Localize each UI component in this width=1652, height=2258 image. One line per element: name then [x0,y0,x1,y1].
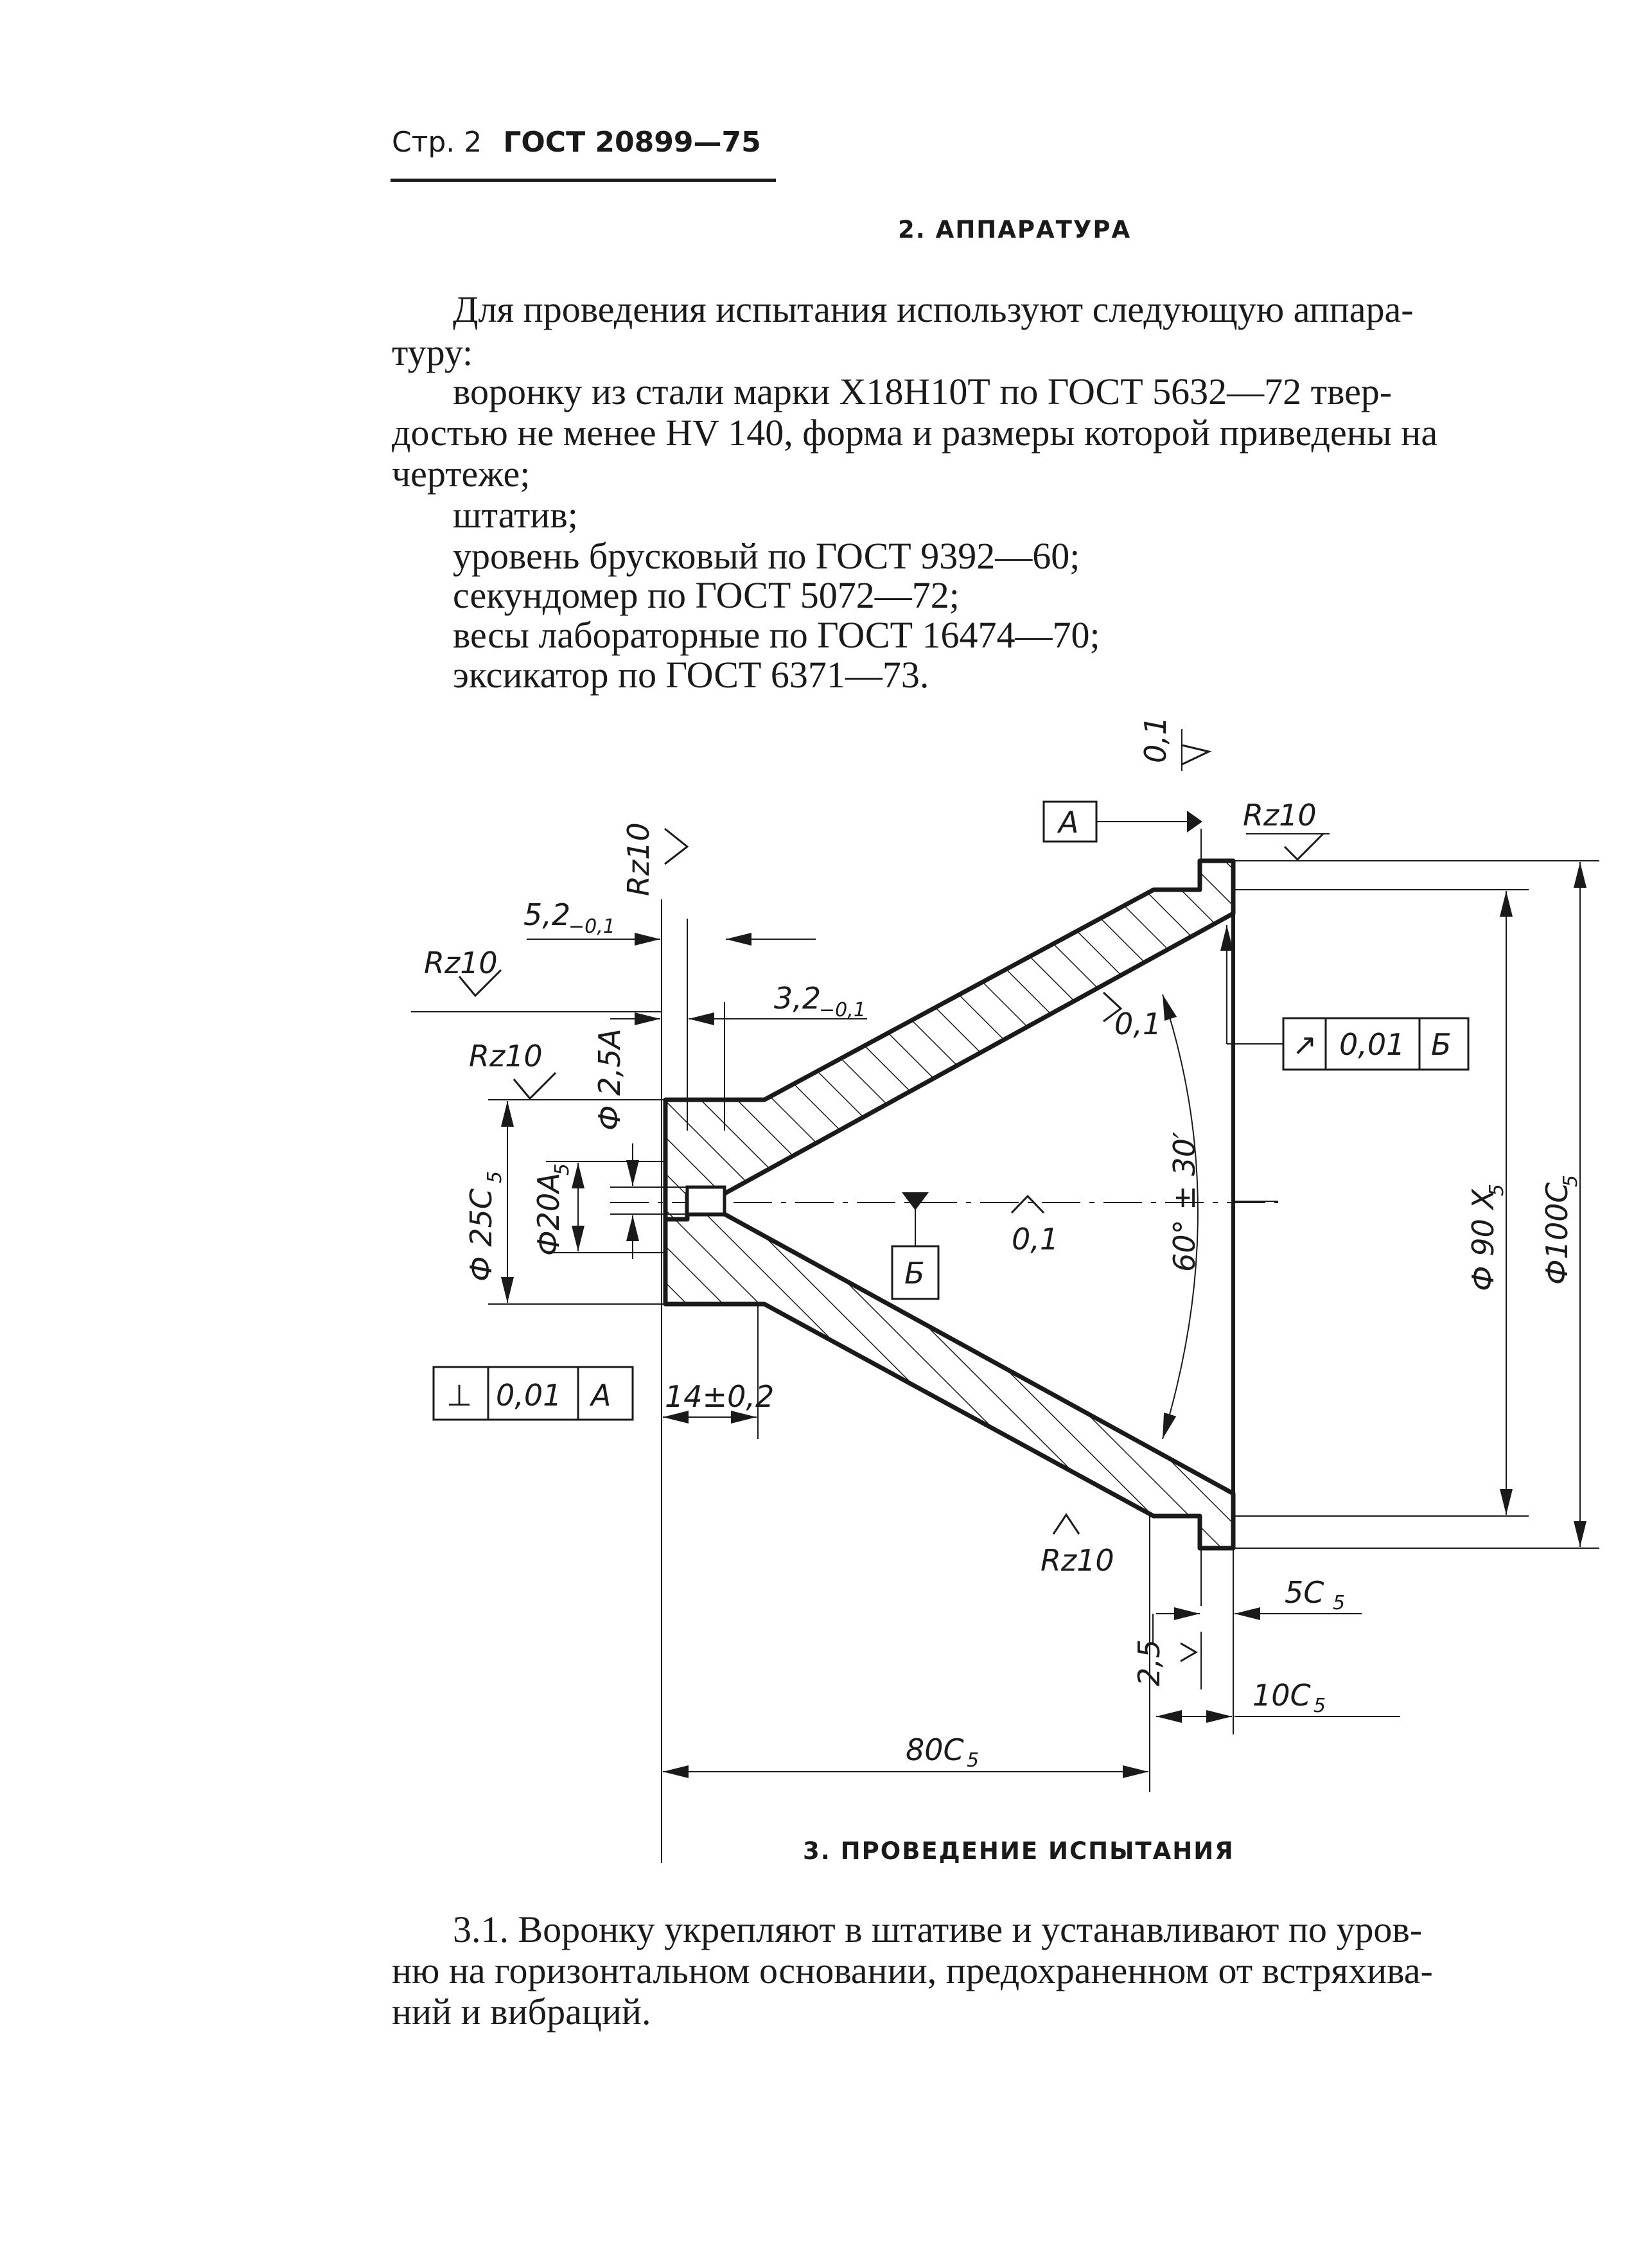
s3-line-3: ний и вибраций. [392,1991,651,2033]
dim-52-label: 5,2 [523,897,570,932]
section-2-title: 2. АППАРАТУРА [898,216,1132,243]
surface-mark-top [1181,744,1212,766]
angle-arc [1162,994,1199,1440]
angle-label: 60° ± 30′ [1167,1131,1202,1272]
dia-25c5-label: Ф 25С [464,1188,498,1282]
s2-line-2: туру: [392,331,473,373]
perp-symbol: ⊥ [446,1378,472,1413]
standard-number: ГОСТ 20899—75 [503,126,761,159]
perpendicularity-frame [432,1366,634,1421]
rz-mark-left-outer [458,969,502,998]
dim-5c5-sub: 5 [1333,1592,1345,1614]
flatness-top-label: 0,1 [1138,716,1173,763]
surface-mark-axis [1010,1194,1045,1214]
surface-mark-25 [1180,1642,1198,1663]
dia-20a5-label: Ф20А [531,1172,566,1256]
dim-5c5-label: 5С [1285,1575,1324,1610]
page-header: Стр. 2 ГОСТ 20899—75 [392,126,761,159]
dia-90x5-sub: 5 [1486,1184,1508,1196]
s2-line-3: воронку из стали марки Х18Н10Т по ГОСТ 5… [453,371,1393,412]
rz-mark-bottom [1052,1513,1080,1535]
section-3-title: 3. ПРОВЕДЕНИЕ ИСПЫТАНИЯ [803,1837,1235,1865]
axis-surface-label: 0,1 [1012,1222,1059,1257]
page-number: Стр. 2 [392,126,482,159]
dim-80c5-sub: 5 [967,1749,979,1772]
s3-line-1: 3.1. Воронку укрепляют в штативе и устан… [453,1909,1423,1950]
dim-14-label: 14±0,2 [665,1379,774,1414]
dim-52-tol: −0,1 [568,915,615,938]
datum-b-label: Б [904,1256,925,1291]
dia-25a-label: Ф 2,5А [592,1028,627,1131]
dim-80c5-label: 80С [906,1733,964,1767]
perp-datum: А [589,1378,611,1413]
surface-mark-cone [1102,991,1123,1023]
runout-symbol: ↗ [1292,1027,1317,1062]
s2-line-8: секундомер по ГОСТ 5072—72; [453,574,960,616]
dim-10c5-sub: 5 [1314,1695,1326,1717]
cone-surface-label: 0,1 [1114,1007,1161,1041]
datum-a-label: А [1057,805,1078,840]
runout-datum: Б [1431,1027,1452,1062]
dia-90x5-label: Ф 90 Х [1466,1188,1500,1291]
rz-top-right-label: Rz10 [1243,798,1317,833]
rz-left-outer-label: Rz10 [424,946,498,980]
s2-line-6: штатив; [453,494,578,536]
rz-bottom-label: Rz10 [1041,1543,1114,1578]
s2-line-4: достью не менее HV 140, форма и размеры … [392,412,1438,454]
dim-32-tol: −0,1 [819,999,866,1021]
dia-20a5-sub: 5 [551,1163,574,1176]
dia-100c5-label: Ф100С [1540,1182,1574,1285]
s2-line-7: уровень брусковый по ГОСТ 9392—60; [453,535,1080,577]
dia-25c5-sub: 5 [484,1171,506,1183]
dim-32-label: 3,2 [774,981,821,1016]
perp-value: 0,01 [496,1378,561,1413]
rz-mark-top-left [664,827,689,865]
rz-left-inner-label: Rz10 [469,1039,543,1073]
rz-top-left-label: Rz10 [621,822,656,896]
small-bore [685,1185,726,1216]
dim-25-label: 2,5 [1132,1639,1166,1686]
s3-line-2: ню на горизонтальном основании, предохра… [392,1950,1433,1991]
dia-100c5-sub: 5 [1560,1175,1582,1187]
datum-a-triangle [1187,811,1202,833]
s2-line-1: Для проведения испытания используют след… [453,288,1414,330]
datum-b-triangle [902,1192,929,1210]
rz-mark-top-right [1283,833,1324,861]
runout-value: 0,01 [1339,1027,1405,1062]
header-rule [391,179,776,182]
s2-line-10: эксикатор по ГОСТ 6371—73. [453,654,929,696]
rz-mark-left-inner [513,1072,557,1100]
dim-10c5-label: 10С [1252,1678,1311,1713]
s2-line-5: чертеже; [392,453,531,495]
s2-line-9: весы лабораторные по ГОСТ 16474—70; [453,614,1100,656]
